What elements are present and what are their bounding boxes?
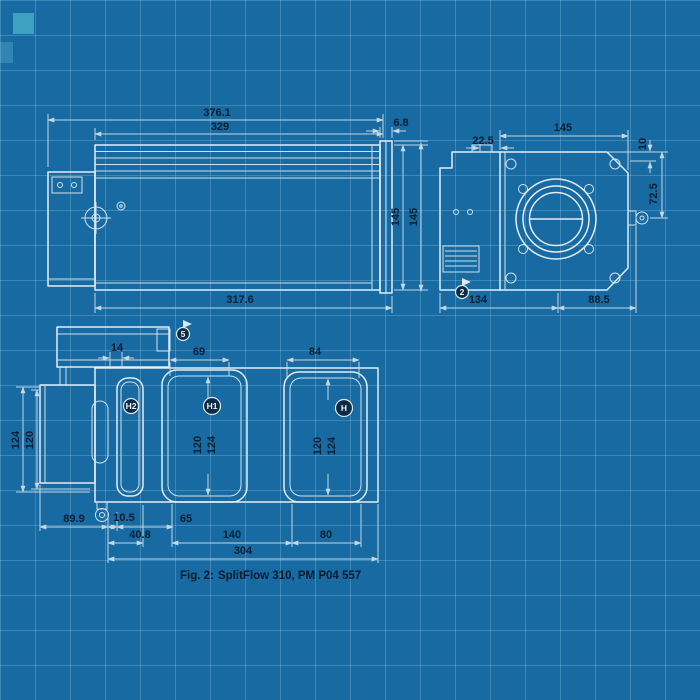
dim-height-outer: 124: [10, 430, 22, 449]
dim-a: 10.5: [113, 512, 134, 524]
dim-port-h: 84: [309, 346, 322, 358]
grid-highlight: [0, 42, 13, 63]
port-h: [283, 371, 368, 503]
balloon-5-label: 5: [181, 329, 186, 339]
grid-highlight: [13, 13, 34, 34]
balloon-2-label: 2: [460, 287, 465, 297]
dim-d: 140: [223, 529, 241, 541]
balloon-2: 2: [454, 278, 471, 300]
dim-height-flange: 145: [408, 208, 420, 226]
dim-flange-thickness: 6.8: [393, 117, 408, 129]
dim-total: 304: [234, 545, 253, 557]
side-view-details: [48, 141, 387, 293]
dim-port-h1: 69: [193, 346, 205, 358]
flange-circle: [515, 178, 597, 260]
dim-height-body: 145: [390, 208, 402, 226]
port-h-dim-a: 120: [312, 437, 324, 455]
dim-flange-center: 72.5: [648, 183, 660, 204]
port-h-label: H: [341, 403, 347, 413]
port-badge-h1: H1: [202, 396, 222, 416]
port-h1-label: H1: [207, 401, 218, 411]
port-inner-dim-arrows: [205, 376, 331, 496]
port-h1-dim-b: 124: [206, 435, 218, 454]
front-view-details: [442, 144, 649, 290]
knob-icon: [81, 202, 111, 234]
balloon-5: 5: [175, 320, 192, 342]
port-h-dim-b: 124: [326, 436, 338, 455]
dim-total-width: 376.1: [203, 107, 231, 119]
bottom-view-dim-lines: [16, 352, 379, 563]
bolt-icon: [116, 201, 126, 211]
dim-left: 89.9: [63, 513, 84, 525]
bottom-view-details: [44, 328, 171, 522]
dim-offset: 22.5: [472, 135, 493, 147]
dim-height-inner: 120: [24, 431, 36, 449]
dim-e: 80: [320, 529, 332, 541]
front-view: 22.5 145 10 72.5 134 88.5 2: [439, 122, 668, 313]
dim-bottom-width: 317.6: [226, 294, 254, 306]
dim-right-width: 88.5: [588, 294, 609, 306]
port-badge-h: H: [334, 398, 354, 418]
dim-b: 65: [180, 513, 192, 525]
figure-caption: Fig. 2: SplitFlow 310, PM P04 557: [180, 570, 361, 582]
front-view-outline: [439, 151, 629, 291]
caption-label: Fig. 2:: [180, 570, 214, 582]
side-view: 376.1 329 6.8 145 145 317.6: [47, 107, 428, 313]
bottom-view: H2 H1 H 5: [10, 320, 379, 563]
port-h1-dim-a: 120: [192, 436, 204, 454]
front-view-dim-lines: [439, 130, 668, 313]
side-view-dim-lines: [47, 114, 428, 313]
dim-left-width: 134: [469, 294, 488, 306]
port-h2-label: H2: [126, 401, 137, 411]
dim-c: 40.8: [129, 529, 150, 541]
port-h1: [161, 369, 248, 503]
port-h2: [116, 377, 144, 497]
dim-port-small: 14: [111, 342, 124, 354]
dim-top-edge: 10: [637, 138, 649, 150]
caption-text: SplitFlow 310, PM P04 557: [218, 570, 361, 582]
dim-width: 145: [554, 122, 572, 134]
dim-body-width: 329: [211, 121, 229, 133]
port-badge-h2: H2: [122, 397, 140, 415]
